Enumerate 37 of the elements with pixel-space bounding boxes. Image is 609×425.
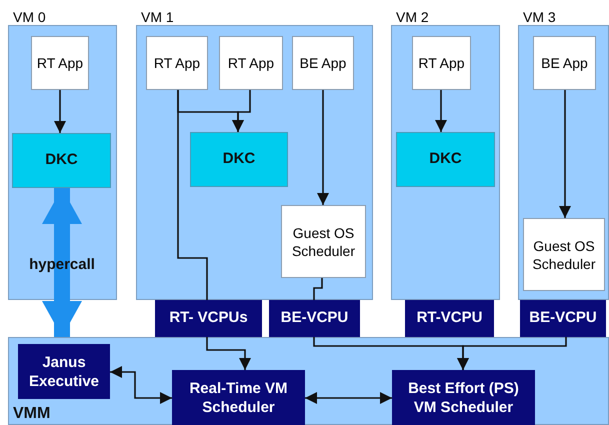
arrow bbox=[206, 337, 251, 370]
dkc-box: DKC bbox=[396, 132, 495, 187]
scheduler-box: Real-Time VM Scheduler bbox=[172, 370, 305, 425]
vm-label: VM 0 bbox=[13, 8, 46, 27]
arrow bbox=[232, 90, 251, 132]
vmm-label: VMM bbox=[13, 404, 50, 424]
connector-line bbox=[313, 278, 323, 300]
vcpu-bar: BE-VCPU bbox=[520, 300, 606, 337]
arrow bbox=[435, 90, 447, 132]
vm-label: VM 2 bbox=[396, 8, 429, 27]
arrow bbox=[110, 366, 172, 404]
app-box: RT App bbox=[219, 36, 283, 90]
connector-line bbox=[177, 90, 208, 300]
double-arrow bbox=[44, 188, 80, 337]
app-box: RT App bbox=[146, 36, 208, 90]
app-box: RT App bbox=[412, 36, 471, 90]
vmm-panel bbox=[8, 337, 609, 425]
vcpu-bar: RT- VCPUs bbox=[155, 300, 262, 337]
arrow bbox=[305, 392, 392, 404]
app-box: Guest OS Scheduler bbox=[523, 218, 605, 291]
edge-label: hypercall bbox=[29, 254, 95, 274]
scheduler-box: Janus Executive bbox=[18, 344, 110, 399]
arrow bbox=[457, 337, 567, 370]
vcpu-bar: RT-VCPU bbox=[405, 300, 494, 337]
app-box: RT App bbox=[31, 36, 89, 90]
app-box: BE App bbox=[533, 36, 596, 90]
vm-label: VM 3 bbox=[523, 8, 556, 27]
arrow bbox=[559, 90, 571, 218]
vm-label: VM 1 bbox=[141, 8, 174, 27]
dkc-box: DKC bbox=[12, 133, 111, 188]
app-box: Guest OS Scheduler bbox=[281, 205, 366, 278]
scheduler-box: Best Effort (PS) VM Scheduler bbox=[392, 370, 535, 425]
vcpu-bar: BE-VCPU bbox=[269, 300, 360, 337]
arrow bbox=[317, 90, 329, 205]
arrow bbox=[54, 90, 66, 133]
dkc-box: DKC bbox=[190, 132, 288, 187]
app-box: BE App bbox=[292, 36, 354, 90]
